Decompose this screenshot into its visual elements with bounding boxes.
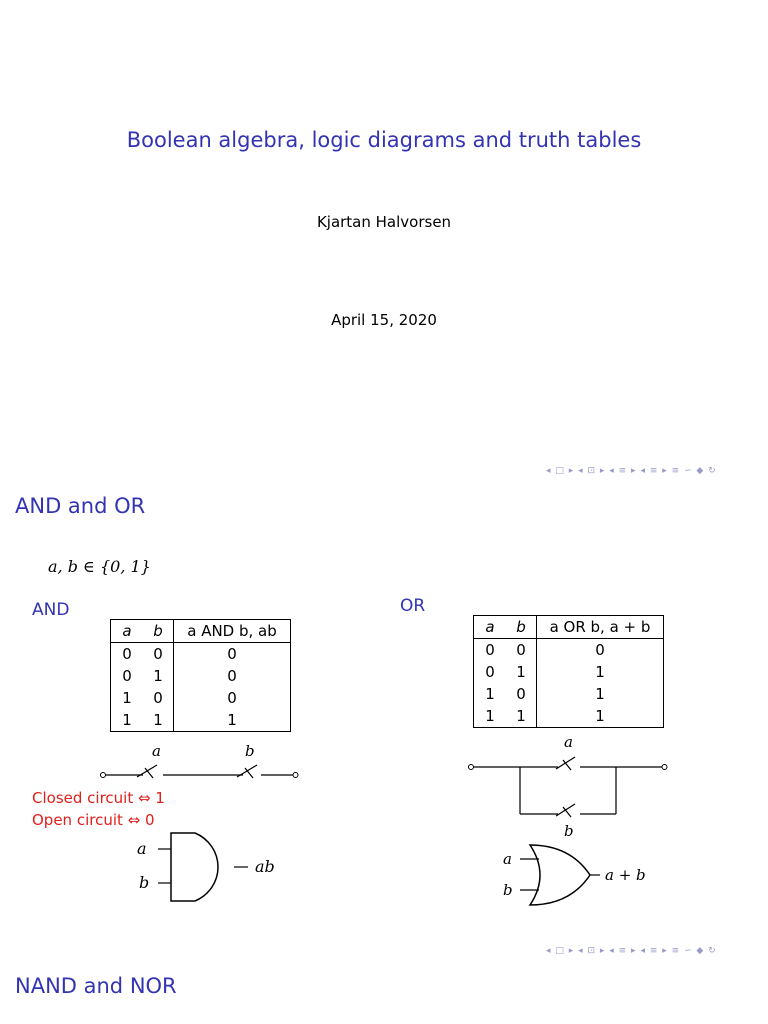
header-or-result: a OR b, a + b bbox=[536, 615, 664, 639]
or-gate-output: a + b bbox=[605, 866, 646, 884]
cell: 1 bbox=[536, 661, 664, 683]
cell: 1 bbox=[110, 709, 143, 732]
cell: 1 bbox=[473, 683, 506, 705]
cell: 1 bbox=[516, 663, 526, 681]
or-gate-symbol: a b a + b bbox=[503, 844, 646, 906]
cell: 0 bbox=[173, 665, 291, 687]
table-header-row: a b a AND b, ab bbox=[110, 619, 291, 643]
cell: 1 bbox=[143, 709, 174, 732]
and-gate-symbol: a b ab bbox=[137, 832, 275, 902]
frame-title-and-or: AND and OR bbox=[15, 494, 146, 518]
header-b: b bbox=[506, 615, 537, 639]
navigation-symbols[interactable]: ◂ □ ▸ ◂ ⊡ ▸ ◂ ≡ ▸ ◂ ≡ ▸ ≡ ∽ ◆ ↻ bbox=[546, 946, 717, 956]
or-block-title: OR bbox=[400, 596, 426, 616]
cell: 0 bbox=[473, 638, 506, 661]
cell: 1 bbox=[536, 683, 664, 705]
and-gate-input-a: a bbox=[137, 839, 147, 858]
cell: 1 bbox=[153, 667, 163, 685]
slide-author: Kjartan Halvorsen bbox=[316, 213, 452, 231]
cell: 1 bbox=[536, 705, 664, 728]
cell: 1 bbox=[110, 687, 143, 709]
slide-title: Boolean algebra, logic diagrams and trut… bbox=[126, 128, 642, 152]
cell: 1 bbox=[173, 709, 291, 732]
header-b: b bbox=[143, 619, 174, 643]
or-truth-table: a b a OR b, a + b 0 0 0 0 1 1 1 0 1 1 1 … bbox=[473, 615, 664, 728]
frame-title-nand-nor: NAND and NOR bbox=[15, 974, 177, 998]
slide-date: April 15, 2020 bbox=[331, 311, 437, 329]
cell: 1 bbox=[473, 705, 506, 728]
cell: 0 bbox=[153, 645, 163, 663]
cell: 0 bbox=[473, 661, 506, 683]
cell: 0 bbox=[153, 689, 163, 707]
cell: 0 bbox=[536, 638, 664, 661]
header-a: a bbox=[110, 619, 143, 643]
table-row: 0 1 0 bbox=[110, 665, 291, 687]
table-row: 1 0 0 bbox=[110, 687, 291, 709]
or-gate-input-a: a bbox=[503, 850, 512, 868]
header-and-result: a AND b, ab bbox=[173, 619, 291, 643]
and-gate-output: ab bbox=[255, 857, 275, 876]
navigation-symbols[interactable]: ◂ □ ▸ ◂ ⊡ ▸ ◂ ≡ ▸ ◂ ≡ ▸ ≡ ∽ ◆ ↻ bbox=[546, 466, 717, 476]
switch-a-label: a bbox=[564, 733, 573, 751]
table-header-row: a b a OR b, a + b bbox=[473, 615, 664, 639]
cell: 1 bbox=[506, 705, 537, 728]
cell: 0 bbox=[110, 642, 143, 665]
and-truth-table: a b a AND b, ab 0 0 0 0 1 0 1 0 0 1 1 1 bbox=[110, 619, 291, 732]
cell: 0 bbox=[173, 687, 291, 709]
closed-circuit-note: Closed circuit ⇔ 1 bbox=[32, 789, 165, 807]
cell: 0 bbox=[110, 665, 143, 687]
table-row: 0 0 0 bbox=[473, 638, 664, 661]
table-row: 1 0 1 bbox=[473, 683, 664, 705]
and-gate-input-b: b bbox=[139, 873, 149, 892]
domain-statement: a, b ∈ {0, 1} bbox=[48, 557, 151, 576]
header-a: a bbox=[473, 615, 506, 639]
or-gate-input-b: b bbox=[503, 881, 513, 899]
table-row: 0 1 1 bbox=[473, 661, 664, 683]
cell: 0 bbox=[516, 685, 526, 703]
table-row: 1 1 1 bbox=[473, 705, 664, 728]
cell: 0 bbox=[173, 642, 291, 665]
switch-b-label: b bbox=[245, 742, 255, 760]
and-switch-circuit: a b bbox=[100, 742, 299, 779]
switch-a-label: a bbox=[152, 742, 161, 760]
open-circuit-note: Open circuit ⇔ 0 bbox=[32, 811, 155, 829]
cell: 0 bbox=[516, 641, 526, 659]
table-row: 1 1 1 bbox=[110, 709, 291, 732]
switch-b-label: b bbox=[564, 822, 574, 840]
or-switch-circuit: a b bbox=[468, 733, 668, 840]
and-block-title: AND bbox=[32, 600, 70, 620]
table-row: 0 0 0 bbox=[110, 642, 291, 665]
